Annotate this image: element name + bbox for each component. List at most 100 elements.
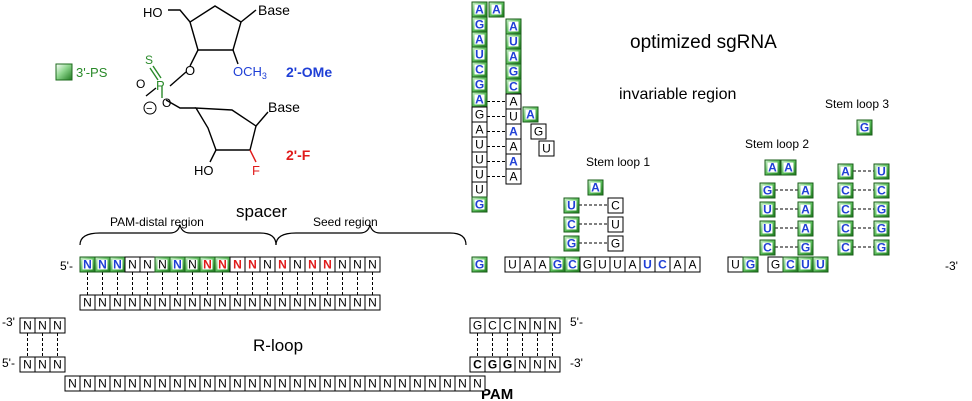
tail-nt-inner xyxy=(785,259,796,270)
minus-text: − xyxy=(146,103,152,115)
sl3-top-nt-inner xyxy=(859,122,870,133)
target-left-bottom-nt-letter: N xyxy=(53,358,62,372)
anti-repeat-stem-nt-inner xyxy=(508,81,519,92)
non-target-strand-nt-letter: N xyxy=(383,377,392,391)
pam-strand-nt-letter: N xyxy=(533,358,542,372)
spacer-nt-inner xyxy=(112,259,123,270)
stem-loop-1-label: Stem loop 1 xyxy=(586,155,650,169)
non-target-strand-nt-letter: N xyxy=(428,377,437,391)
target-strand-nt: N xyxy=(319,294,336,311)
target-strand-nt-letter: N xyxy=(293,296,302,310)
stem-junction-nt-inner xyxy=(474,259,485,270)
spacer-nt-letter: N xyxy=(353,258,362,272)
repeat-stem-nt-letter: G xyxy=(475,198,484,212)
non-target-strand-nt: N xyxy=(64,375,81,392)
repeat-stem-nt: A xyxy=(471,121,488,138)
o-minus-o-text: O xyxy=(136,77,145,91)
non-target-strand-nt: N xyxy=(409,375,426,392)
stem-loop-nt-inner xyxy=(491,4,502,15)
tail-nt-letter: C xyxy=(786,258,795,272)
spacer-nt: N xyxy=(289,256,306,273)
target-left-bottom-nt-frame xyxy=(49,356,66,373)
sl1-top-nt-letter: A xyxy=(591,181,600,195)
target-left-bottom-nt-letter: N xyxy=(38,358,47,372)
sl1-right-nt: G xyxy=(607,235,624,252)
sl2-right-nt: A xyxy=(797,220,814,237)
anti-repeat-stem-nt-inner xyxy=(508,21,519,32)
anti-repeat-stem-nt-inner xyxy=(508,51,519,62)
bottom-base-bond xyxy=(255,111,269,127)
anti-repeat-stem-nt: U xyxy=(505,108,522,125)
repeat-stem-nt-letter: U xyxy=(475,138,484,152)
sl1-top-nt-inner xyxy=(590,182,601,193)
non-target-strand-nt-letter: N xyxy=(173,377,182,391)
pam-distal-brace xyxy=(79,224,277,246)
spacer-nt-letter: N xyxy=(113,258,122,272)
tail-nt-letter: U xyxy=(613,258,622,272)
repeat-stem-nt: A xyxy=(471,91,488,108)
pam-strand-nt-letter: N xyxy=(548,358,557,372)
negative-charge-icon xyxy=(143,101,157,115)
anti-repeat-stem-nt: G xyxy=(505,63,522,80)
repeat-stem-nt-inner xyxy=(474,34,485,45)
anti-repeat-stem-nt-letter: A xyxy=(509,125,518,139)
target-strand-nt: N xyxy=(244,294,261,311)
top-ome-bond xyxy=(232,49,239,65)
anti-repeat-stem-nt: A xyxy=(505,123,522,140)
target-strand-nt: N xyxy=(169,294,186,311)
spacer-nt-letter: N xyxy=(83,258,92,272)
target-strand-nt: N xyxy=(304,294,321,311)
sl2-left-nt-letter: U xyxy=(763,222,772,236)
target-top-5-prime-label: 5'- xyxy=(570,315,583,329)
sl3-left-nt: C xyxy=(837,239,854,256)
top-ch2oh-bond xyxy=(168,9,191,23)
spacer-nt-letter: N xyxy=(368,258,377,272)
target-strand-nt-frame xyxy=(364,294,381,311)
target-strand-nt-letter: N xyxy=(368,296,377,310)
non-target-strand-nt-letter: N xyxy=(368,377,377,391)
sl2-top-nt: A xyxy=(780,159,797,176)
stem-bulge-nt: A xyxy=(522,106,539,123)
target-strand-nt: N xyxy=(334,294,351,311)
sl3-right-nt-letter: C xyxy=(877,184,886,198)
non-target-strand-nt-letter: N xyxy=(293,377,302,391)
repeat-stem-nt: G xyxy=(471,76,488,93)
stem-junction-nt-letter: G xyxy=(475,258,484,272)
non-target-strand-nt-letter: N xyxy=(128,377,137,391)
sl2-right-nt-letter: A xyxy=(801,203,810,217)
target-strand-nt-letter: N xyxy=(338,296,347,310)
spacer-nt: N xyxy=(79,256,96,273)
repeat-stem-nt: C xyxy=(471,61,488,78)
target-right-top-nt-frame xyxy=(544,317,561,334)
repeat-stem-nt: U xyxy=(471,151,488,168)
target-left-top-nt-frame xyxy=(49,317,66,334)
sl1-right-nt-letter: C xyxy=(611,199,620,213)
sl1-left-nt: C xyxy=(563,216,580,233)
target-bottom-5-prime-label: 5'- xyxy=(2,356,15,370)
tail-nt: G xyxy=(549,256,566,273)
non-target-strand-nt: N xyxy=(184,375,201,392)
repeat-stem-nt-letter: A xyxy=(475,3,484,17)
stem-bulge-nt-frame xyxy=(530,123,547,140)
tail-nt-letter: U xyxy=(801,258,810,272)
sl2-left-nt-letter: C xyxy=(763,241,772,255)
pam-strand-nt: G xyxy=(499,356,516,373)
spacer-nt-letter: N xyxy=(233,258,242,272)
target-strand-nt: N xyxy=(199,294,216,311)
tail-nt: A xyxy=(684,256,701,273)
top-ho-text: HO xyxy=(143,5,163,20)
pam-strand-nt: G xyxy=(484,356,501,373)
spacer-nt: N xyxy=(274,256,291,273)
anti-repeat-stem-nt-letter: A xyxy=(509,140,517,154)
sl2-top-nt: A xyxy=(764,159,781,176)
repeat-stem-nt: U xyxy=(471,46,488,63)
sl3-right-nt: G xyxy=(873,201,890,218)
target-left-top-nt: N xyxy=(19,317,36,334)
repeat-stem-nt: A xyxy=(471,1,488,18)
sl1-right-nt-frame xyxy=(607,235,624,252)
target-strand-nt-letter: N xyxy=(173,296,182,310)
tail-nt: U xyxy=(504,256,521,273)
tail-nt: G xyxy=(767,256,784,273)
spacer-nt-letter: N xyxy=(248,258,257,272)
sl2-right-nt: G xyxy=(797,239,814,256)
